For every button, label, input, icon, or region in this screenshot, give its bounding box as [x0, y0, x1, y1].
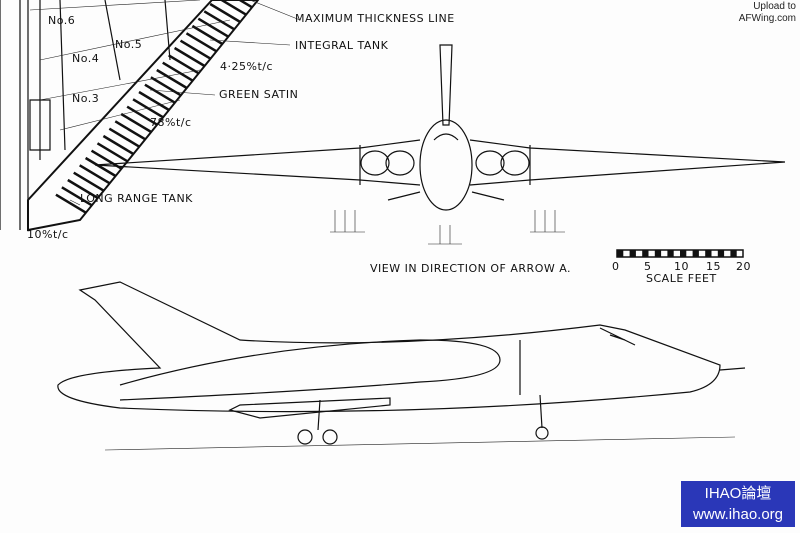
upload-watermark: Upload to AFWing.com — [739, 1, 796, 25]
hatch-line — [144, 83, 176, 104]
scale-segment — [730, 250, 737, 257]
hatch-line — [84, 156, 117, 178]
front-view-caption: VIEW IN DIRECTION OF ARROW A. — [370, 262, 571, 275]
watermark-line: Upload to — [753, 1, 796, 12]
badge-title: IHAO論壇 — [704, 485, 772, 502]
scale-bar: 0 5 10 15 20 SCALE FEET — [612, 249, 751, 285]
hatch-line — [191, 24, 224, 46]
tc-10-label: 10%t/c — [27, 228, 69, 241]
scale-tick: 0 — [612, 260, 620, 273]
integral-tank-label: INTEGRAL TANK — [295, 39, 389, 52]
scale-tick: 20 — [736, 260, 751, 273]
scale-segment — [692, 250, 699, 257]
scale-tick: 10 — [674, 260, 689, 273]
hatch-line — [132, 98, 164, 119]
hatch-line — [203, 10, 235, 31]
scale-segment — [680, 250, 687, 257]
scale-segment — [642, 250, 649, 257]
hatch-line — [55, 193, 87, 214]
hatch-line — [67, 178, 99, 200]
hatch-line — [173, 46, 206, 68]
hatch-line — [150, 76, 182, 97]
hatch-line — [185, 32, 218, 53]
hatch-line — [96, 142, 129, 163]
hatch-line — [237, 0, 253, 9]
hatch-line — [114, 120, 146, 141]
hatch-line — [61, 186, 93, 207]
scale-segment — [654, 250, 662, 257]
hatch-line — [162, 61, 194, 82]
hatch-line — [126, 105, 158, 126]
hatch-line — [219, 0, 247, 16]
scale-segment — [667, 250, 674, 257]
tank-label: No.6 — [48, 14, 75, 27]
scale-segment — [717, 250, 725, 257]
tank-label: No.3 — [72, 92, 99, 105]
scale-segment — [629, 250, 636, 257]
tc-425-label: 4·25%t/c — [220, 60, 273, 73]
hatch-line — [197, 17, 229, 38]
hatch-line — [108, 127, 140, 148]
hatch-line — [79, 164, 111, 185]
scale-segment — [705, 250, 712, 257]
hatch-line — [156, 68, 188, 90]
scale-segment — [617, 250, 624, 257]
front-view-aircraft — [94, 44, 786, 245]
site-badge[interactable]: IHAO論壇 www.ihao.org — [681, 481, 795, 527]
tank-label: No.5 — [115, 38, 142, 51]
max-thickness-label: MAXIMUM THICKNESS LINE — [295, 12, 455, 25]
scale-title: SCALE FEET — [646, 272, 717, 285]
hatch-line — [102, 134, 135, 156]
plan-view-wing: No.6 No.5 No.4 No.3 — [0, 0, 301, 232]
scale-tick: 5 — [644, 260, 652, 273]
long-range-tank-label: LONG RANGE TANK — [80, 192, 193, 205]
watermark-line: AFWing.com — [738, 13, 796, 24]
badge-url[interactable]: www.ihao.org — [692, 506, 784, 523]
hatch-line — [209, 2, 241, 24]
hatch-line — [179, 39, 212, 60]
side-view-aircraft — [57, 281, 746, 451]
scale-tick: 15 — [706, 260, 721, 273]
tank-label: No.4 — [72, 52, 99, 65]
hatch-line — [168, 54, 200, 75]
green-satin-label: GREEN SATIN — [219, 88, 298, 101]
tc-78-label: 78%t/c — [150, 116, 192, 129]
hatch-line — [138, 90, 170, 112]
hatch-line — [73, 171, 105, 192]
hatch-line — [120, 112, 152, 134]
